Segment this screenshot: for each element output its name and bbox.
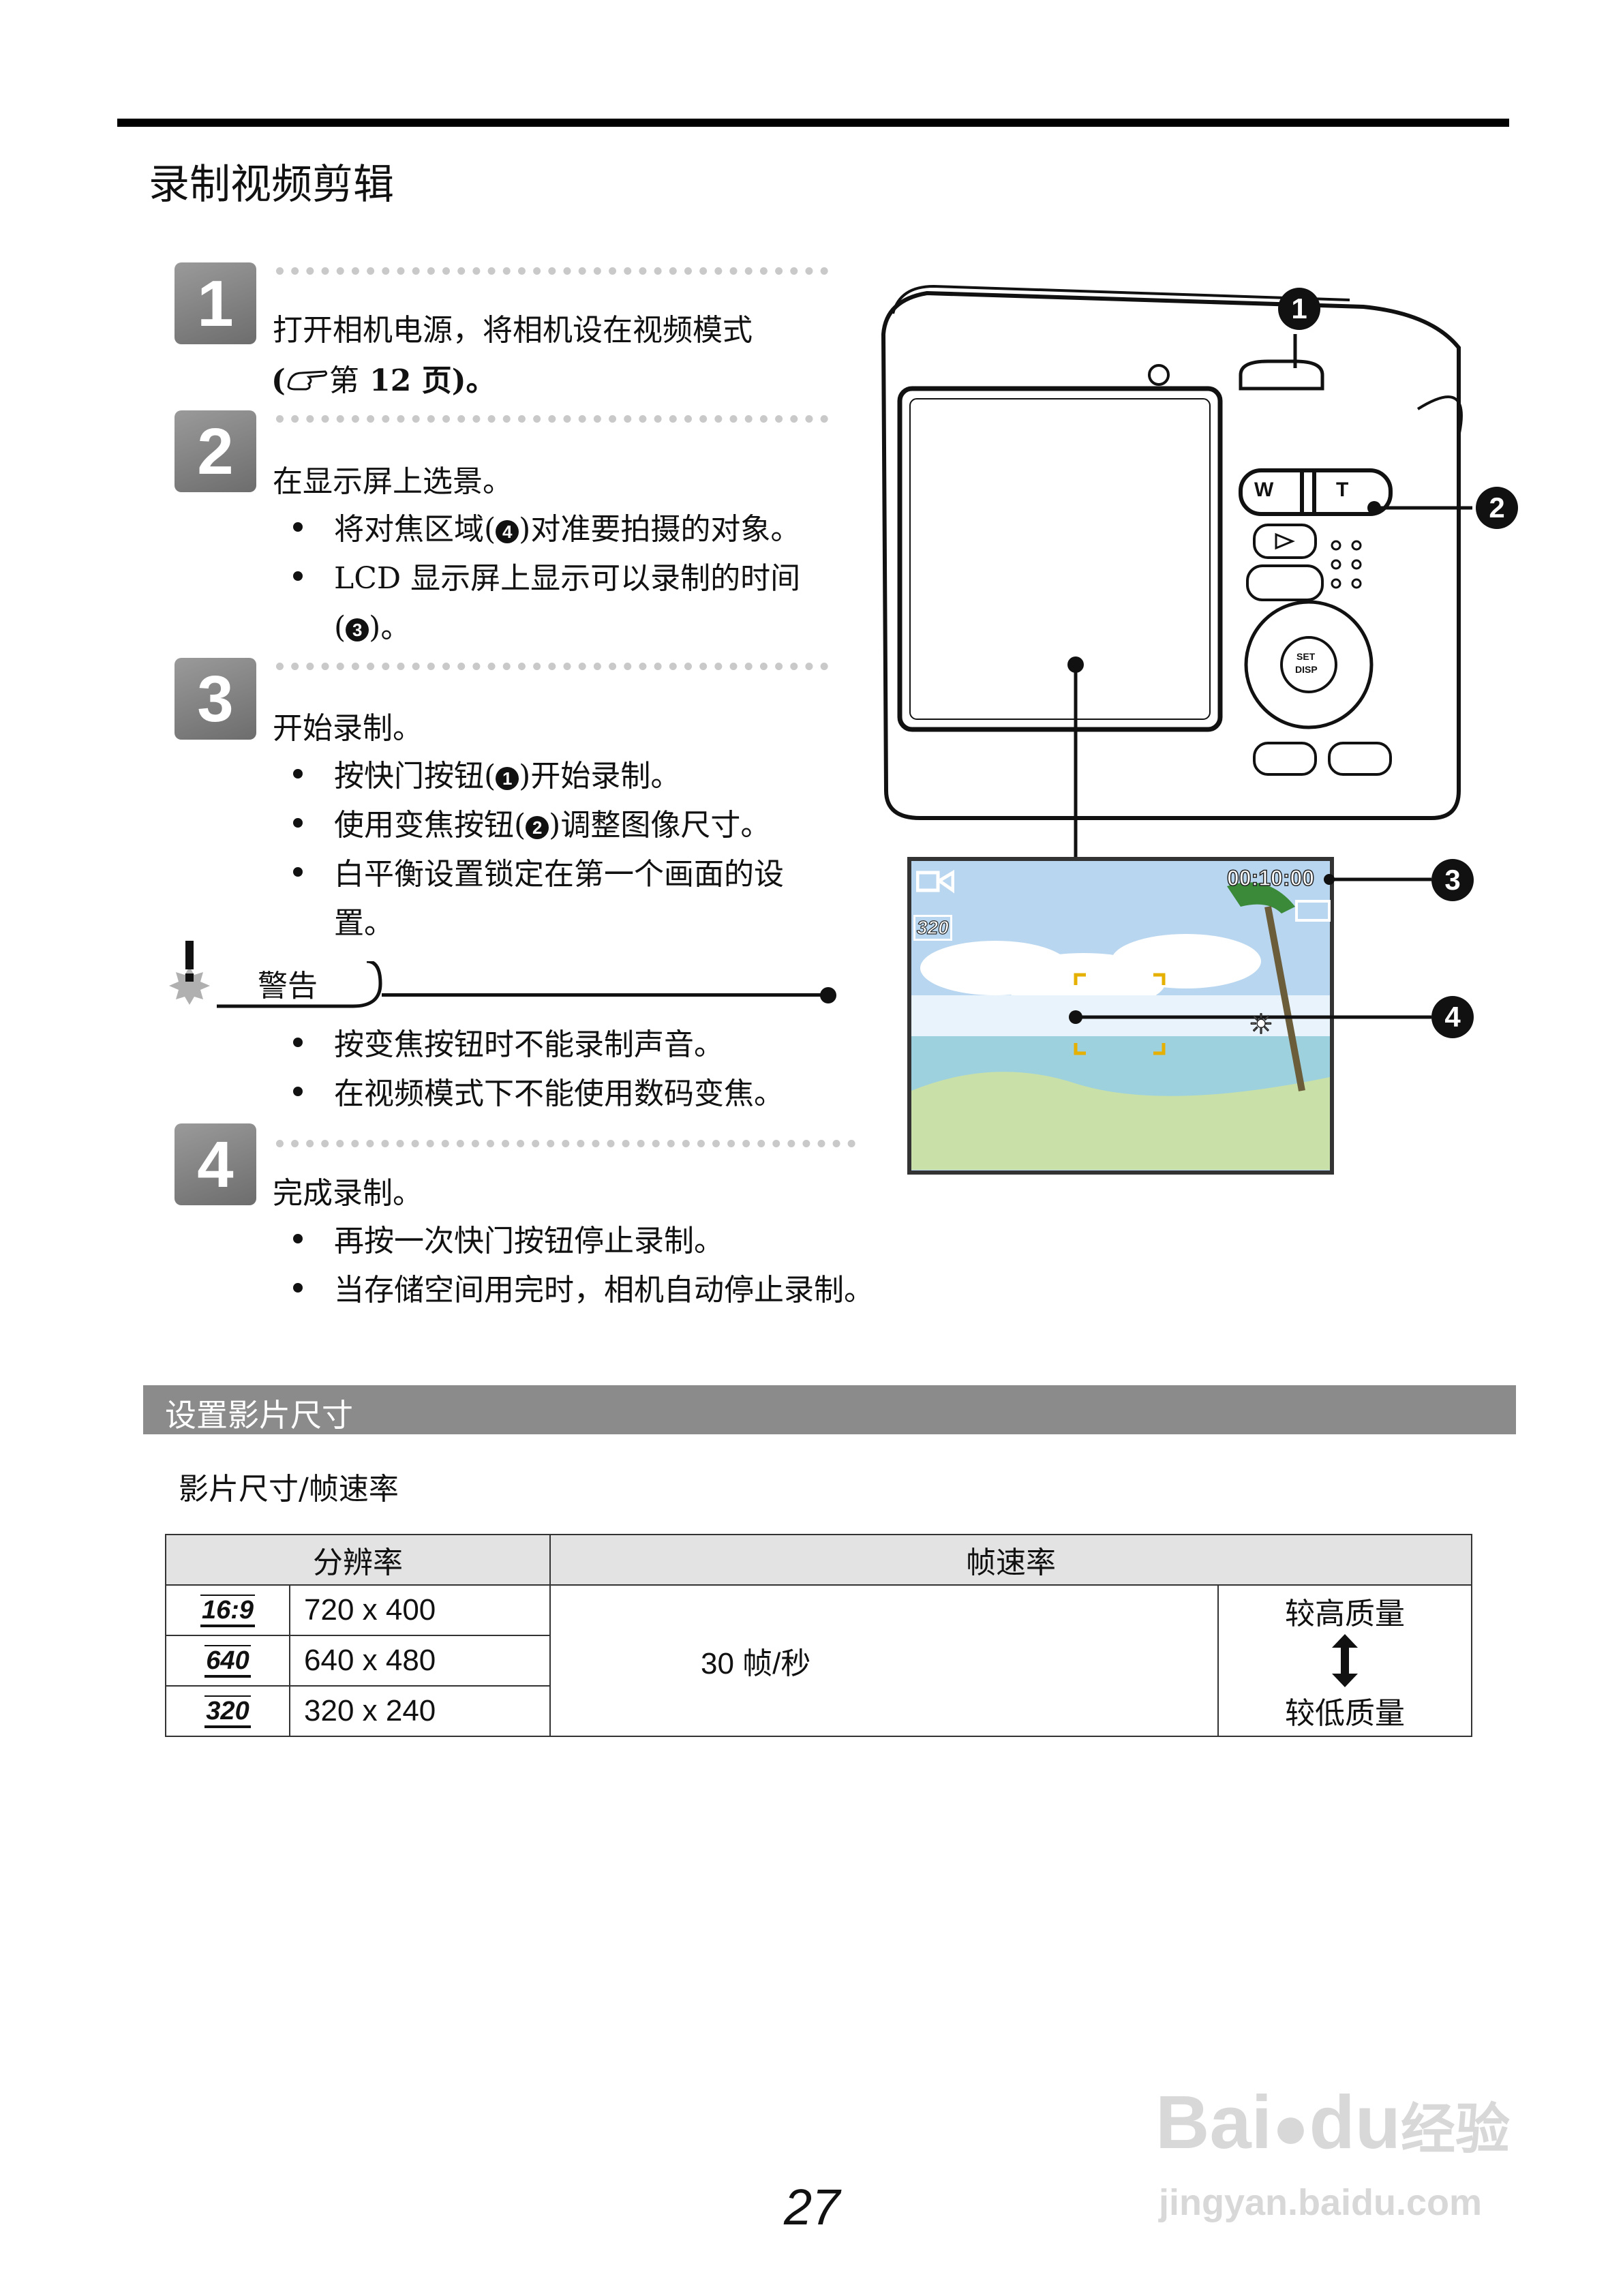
step-2-dotted-rule <box>276 415 828 423</box>
step-2-heading: 在显示屏上选景。 <box>273 464 513 499</box>
camera-illustration: 1 2 3 4 W T SET DISP 00:10:00 320 ☀ <box>859 273 1541 1186</box>
page-title: 录制视频剪辑 <box>149 161 394 209</box>
callout-2: 2 <box>1476 487 1518 529</box>
warning-rule <box>382 993 828 997</box>
callout-4: 4 <box>1431 996 1474 1038</box>
step-3-bullet-1: 按快门按钮(1)开始录制。 <box>293 751 680 795</box>
lcd-recording-time: 00:10:00 <box>1226 865 1315 891</box>
framerate-value: 30 帧/秒 <box>549 1584 1219 1737</box>
table-row: 640 640 x 480 <box>165 1635 1472 1687</box>
step-3-dotted-rule <box>276 663 828 670</box>
step-2-bullet-2-cont: (3)。 <box>334 610 411 645</box>
step-4-dotted-rule <box>276 1140 855 1147</box>
step-3-bullet-3-cont: 置。 <box>334 906 394 941</box>
table-row: 320 320 x 240 <box>165 1685 1472 1737</box>
page-number: 27 <box>784 2179 840 2235</box>
size-320-icon: 320 <box>165 1685 290 1737</box>
step-3-number: 3 <box>175 658 256 740</box>
step-4-number: 4 <box>175 1123 256 1205</box>
pointing-hand-icon <box>286 366 329 393</box>
step-3-bullet-2: 使用变焦按钮(2)调整图像尺寸。 <box>293 800 770 844</box>
step-4-bullet-1: 再按一次快门按钮停止录制。 <box>293 1216 724 1260</box>
resolution-value: 640 x 480 <box>289 1635 551 1687</box>
step-1-heading: 打开相机电源，将相机设在视频模式 <box>273 313 753 348</box>
paw-icon: ● <box>1272 2094 1309 2162</box>
step-1-page-ref: ( 第 12 页)。 <box>271 363 496 398</box>
battery-icon <box>1295 900 1331 922</box>
step-2-number: 2 <box>175 410 256 492</box>
resolution-value: 720 x 400 <box>289 1584 551 1636</box>
section-header: 设置影片尺寸 <box>143 1385 1516 1434</box>
zoom-t-label: T <box>1336 479 1349 501</box>
quality-high-label: 较高质量 <box>1285 1597 1405 1631</box>
size-16-9-icon: 16:9 <box>165 1584 290 1636</box>
callout-1: 1 <box>1278 288 1320 330</box>
warning-label: 警告 <box>258 969 318 1003</box>
quality-scale: 较高质量 较低质量 <box>1217 1584 1472 1737</box>
callout-3: 3 <box>1431 859 1474 901</box>
step-4-heading: 完成录制。 <box>273 1176 423 1211</box>
header-resolution: 分辨率 <box>165 1534 551 1586</box>
step-4-bullet-2: 当存储空间用完时，相机自动停止录制。 <box>293 1265 874 1309</box>
quality-low-label: 较低质量 <box>1285 1696 1405 1731</box>
warning-bullet-2: 在视频模式下不能使用数码变焦。 <box>293 1069 784 1113</box>
movie-size-table: 分辨率 帧速率 16:9 720 x 400 30 帧/秒 较高质量 较低质量 … <box>165 1534 1472 1737</box>
step-3-bullet-3: 白平衡设置锁定在第一个画面的设 <box>293 849 784 893</box>
resolution-value: 320 x 240 <box>289 1685 551 1737</box>
disp-label: DISP <box>1295 664 1318 675</box>
top-rule <box>117 119 1509 127</box>
warning-icon <box>162 939 217 1008</box>
watermark-url: jingyan.baidu.com <box>1159 2182 1483 2223</box>
step-1-dotted-rule <box>276 267 828 275</box>
step-1-number: 1 <box>175 262 256 344</box>
section-subtitle: 影片尺寸/帧速率 <box>179 1472 399 1507</box>
table-row: 16:9 720 x 400 30 帧/秒 较高质量 较低质量 <box>165 1584 1472 1737</box>
step-2-bullet-2: LCD 显示屏上显示可以录制的时间 <box>293 554 800 597</box>
step-3-heading: 开始录制。 <box>273 711 423 746</box>
warning-label-tab <box>217 959 387 1009</box>
set-label: SET <box>1296 651 1316 662</box>
warning-rule-end-dot <box>820 987 836 1003</box>
white-balance-icon: ☀ <box>1248 1008 1273 1041</box>
warning-bullet-1: 按变焦按钮时不能录制声音。 <box>293 1020 724 1063</box>
size-640-icon: 640 <box>165 1635 290 1687</box>
step-2-bullet-1: 将对焦区域(4)对准要拍摄的对象。 <box>293 504 800 548</box>
double-arrow-icon <box>1219 1633 1471 1689</box>
watermark-logo: Bai●du经验 <box>1155 2081 1510 2164</box>
zoom-w-label: W <box>1254 479 1274 501</box>
header-framerate: 帧速率 <box>549 1534 1472 1586</box>
lcd-movie-size: 320 <box>913 915 952 941</box>
video-mode-icon <box>915 867 955 894</box>
